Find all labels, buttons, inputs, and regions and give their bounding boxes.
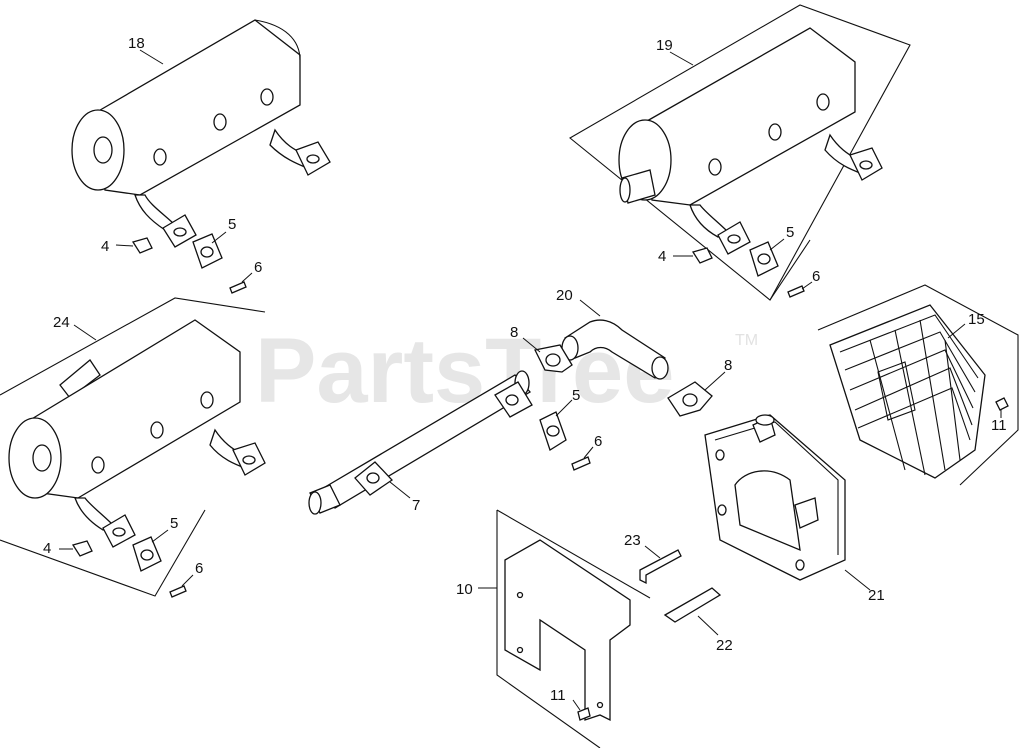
nut-4-b[interactable]	[691, 247, 713, 264]
callout-15: 15	[968, 311, 985, 328]
callout-5-a: 5	[228, 216, 236, 233]
group-frame-19	[569, 4, 911, 301]
callout-10: 10	[456, 581, 473, 598]
nut-4-a[interactable]	[131, 237, 153, 254]
heat-guard-15[interactable]	[829, 304, 986, 479]
stud-6-c[interactable]	[169, 585, 187, 598]
screw-11-a[interactable]	[995, 397, 1009, 411]
callout-19: 19	[656, 37, 673, 54]
callout-18: 18	[128, 35, 145, 52]
callout-4-b: 4	[658, 248, 666, 265]
callout-24: 24	[53, 314, 70, 331]
muffler-19[interactable]	[618, 27, 883, 255]
callout-8-a: 8	[510, 324, 518, 341]
group-frame-24-top	[0, 297, 266, 396]
pipe-20[interactable]	[564, 319, 666, 379]
callout-22: 22	[716, 637, 733, 654]
callout-20: 20	[556, 287, 573, 304]
group-frame-10	[496, 510, 601, 749]
callout-11-a: 11	[991, 417, 1007, 434]
muffler-21[interactable]	[704, 414, 846, 581]
callout-5-c: 5	[170, 515, 178, 532]
callout-4-c: 4	[43, 540, 51, 557]
group-frame-10-top	[496, 509, 651, 599]
callout-7: 7	[412, 497, 420, 514]
screw-11-b[interactable]	[577, 707, 591, 721]
heat-shield-10[interactable]	[504, 539, 631, 722]
callout-6-a: 6	[254, 259, 262, 276]
callout-6-d: 6	[594, 433, 602, 450]
stud-6-d[interactable]	[571, 456, 591, 471]
callout-4-a: 4	[101, 238, 109, 255]
muffler-18[interactable]	[71, 19, 331, 248]
stud-6-a[interactable]	[229, 281, 247, 294]
group-frame-15	[817, 284, 1019, 486]
callout-8-b: 8	[724, 357, 732, 374]
bracket-23[interactable]	[639, 549, 682, 585]
callout-5-d: 5	[572, 387, 580, 404]
pipe-7[interactable]	[308, 370, 533, 515]
bracket-22[interactable]	[663, 587, 722, 623]
callout-23: 23	[624, 532, 641, 549]
stud-6-b[interactable]	[787, 285, 805, 298]
callout-21: 21	[868, 587, 885, 604]
callout-11-b: 11	[550, 687, 566, 704]
callout-6-c: 6	[195, 560, 203, 577]
callout-5-b: 5	[786, 224, 794, 241]
muffler-24[interactable]	[8, 319, 266, 548]
watermark-trademark: TM	[735, 332, 758, 349]
nut-4-c[interactable]	[71, 540, 93, 557]
group-frame-24-bottom	[0, 509, 206, 597]
callout-6-b: 6	[812, 268, 820, 285]
